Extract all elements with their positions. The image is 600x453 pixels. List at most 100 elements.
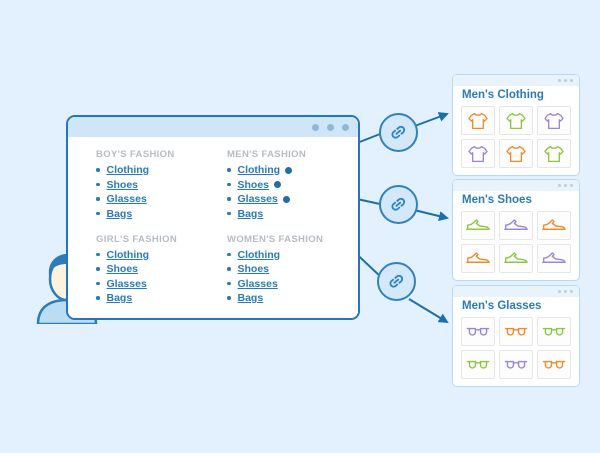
bullet-icon <box>227 197 231 201</box>
chain-link-icon <box>389 274 404 288</box>
link-glasses[interactable]: Glasses <box>237 277 278 290</box>
sneaker-icon <box>542 252 566 264</box>
panel-mens-glasses[interactable]: Men's Glasses <box>452 285 580 387</box>
sneaker-icon <box>542 219 566 231</box>
bullet-icon <box>96 296 100 300</box>
bullet-icon <box>96 197 100 201</box>
link-clothing[interactable]: Clothing <box>106 164 150 176</box>
category-link-list: Clothing Shoes Glasses Bags <box>227 249 352 304</box>
chain-link-icon <box>391 125 406 139</box>
list-item[interactable]: Glasses <box>227 193 352 205</box>
product-tile[interactable] <box>499 211 533 240</box>
category-heading: BOY'S FASHION <box>96 149 175 160</box>
list-item[interactable]: Shoes <box>227 179 352 191</box>
product-tile[interactable] <box>461 350 495 379</box>
line-clothing-out <box>411 112 449 128</box>
panel-title: Men's Shoes <box>462 194 532 206</box>
tshirt-icon <box>468 145 488 162</box>
link-badge-glasses[interactable] <box>377 262 416 301</box>
product-tile[interactable] <box>537 244 571 273</box>
bullet-icon <box>96 252 100 257</box>
link-clothing[interactable]: Clothing <box>106 248 150 261</box>
tshirt-icon <box>468 112 488 129</box>
window-dot-3 <box>342 123 349 131</box>
sneaker-icon <box>466 219 490 231</box>
panel-dot-2 <box>564 290 567 293</box>
product-tile[interactable] <box>537 317 571 346</box>
panel-mens-shoes[interactable]: Men's Shoes <box>452 179 580 281</box>
list-item[interactable]: Clothing <box>227 164 352 176</box>
panel-mens-clothing[interactable]: Men's Clothing <box>452 74 580 176</box>
tshirt-icon <box>506 112 526 129</box>
link-anchor-dot <box>274 181 282 188</box>
chain-link-icon <box>391 197 406 211</box>
list-item[interactable]: Bags <box>227 208 352 220</box>
list-item[interactable]: Bags <box>96 208 221 220</box>
tshirt-icon <box>544 145 564 162</box>
category-heading: WOMEN'S FASHION <box>227 233 324 245</box>
panel-titlebar <box>453 286 579 297</box>
panel-dot-1 <box>558 79 561 82</box>
bullet-icon <box>96 182 100 187</box>
bullet-icon <box>227 296 231 300</box>
bullet-icon <box>96 168 100 172</box>
product-tile[interactable] <box>537 350 571 379</box>
list-item[interactable]: Clothing <box>96 164 221 176</box>
list-item[interactable]: Shoes <box>227 263 352 275</box>
glasses-icon <box>504 360 528 369</box>
fashion-site-window[interactable]: BOY'S FASHION Clothing Shoes Glasses <box>66 115 360 320</box>
link-glasses[interactable]: Glasses <box>106 193 147 205</box>
link-glasses[interactable]: Glasses <box>237 193 278 205</box>
category-girls: GIRL'S FASHION Clothing Shoes Glasses <box>96 234 227 319</box>
link-clothing[interactable]: Clothing <box>237 164 281 176</box>
product-tile[interactable] <box>461 244 495 273</box>
tshirt-icon <box>544 112 564 129</box>
glasses-icon <box>542 327 566 336</box>
panel-titlebar <box>453 75 579 86</box>
panel-dot-3 <box>570 79 573 82</box>
link-badge-shoes[interactable] <box>379 185 418 224</box>
product-tile[interactable] <box>499 106 533 135</box>
list-item[interactable]: Glasses <box>96 278 221 290</box>
link-bags[interactable]: Bags <box>237 207 264 220</box>
glasses-icon <box>466 327 490 336</box>
category-link-list: Clothing Shoes Glasses Bags <box>96 249 221 304</box>
link-clothing[interactable]: Clothing <box>237 248 281 261</box>
link-shoes[interactable]: Shoes <box>237 178 270 191</box>
link-bags[interactable]: Bags <box>106 207 133 220</box>
product-tile[interactable] <box>461 211 495 240</box>
list-item[interactable]: Bags <box>96 292 221 304</box>
panel-title: Men's Glasses <box>462 300 542 312</box>
link-shoes[interactable]: Shoes <box>106 263 139 275</box>
link-shoes[interactable]: Shoes <box>237 263 270 275</box>
product-tile[interactable] <box>499 244 533 273</box>
product-tile[interactable] <box>461 139 495 168</box>
product-tile[interactable] <box>537 211 571 240</box>
link-badge-clothing[interactable] <box>379 113 418 152</box>
bullet-icon <box>96 281 100 286</box>
link-shoes[interactable]: Shoes <box>106 178 139 191</box>
product-tile[interactable] <box>461 106 495 135</box>
bullet-icon <box>227 267 231 271</box>
product-tile[interactable] <box>499 317 533 346</box>
link-bags[interactable]: Bags <box>237 292 264 304</box>
list-item[interactable]: Bags <box>227 292 352 304</box>
window-dot-1 <box>312 123 319 131</box>
list-item[interactable]: Shoes <box>96 263 221 275</box>
product-tile[interactable] <box>499 139 533 168</box>
list-item[interactable]: Glasses <box>227 278 352 290</box>
list-item[interactable]: Clothing <box>96 249 221 261</box>
product-tile[interactable] <box>461 317 495 346</box>
product-tile[interactable] <box>499 350 533 379</box>
product-tile[interactable] <box>537 106 571 135</box>
product-tile[interactable] <box>537 139 571 168</box>
list-item[interactable]: Shoes <box>96 179 221 191</box>
list-item[interactable]: Clothing <box>227 249 352 261</box>
category-heading: MEN'S FASHION <box>227 149 307 160</box>
link-bags[interactable]: Bags <box>106 292 133 304</box>
category-link-list: Clothing Shoes Glasses <box>227 164 352 220</box>
link-anchor-dot <box>282 195 290 203</box>
link-glasses[interactable]: Glasses <box>106 277 147 290</box>
list-item[interactable]: Glasses <box>96 193 221 205</box>
